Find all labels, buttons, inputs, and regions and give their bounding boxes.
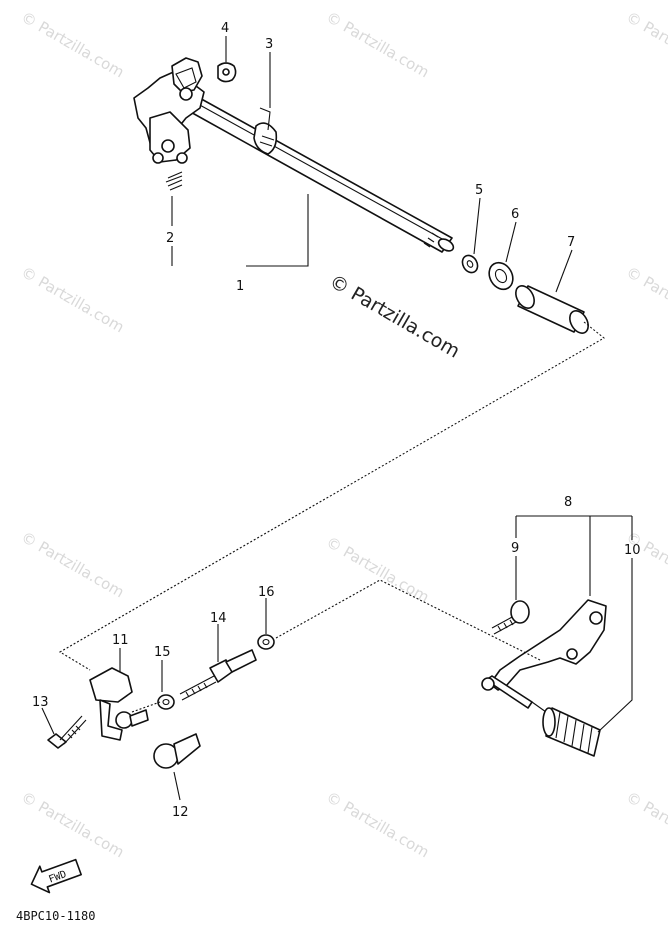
callout-4: 4 [221,21,229,36]
callout-5: 5 [475,183,483,198]
watermark-tile: © Partzilla.com [18,263,127,336]
watermark-tile: © Partzilla.com [623,528,668,601]
part-5-washer [461,254,479,274]
callout-2: 2 [166,231,174,246]
part-14-joint-rod [179,649,257,701]
shift-arm-cluster [133,57,205,191]
watermark-tile: © Partzilla.com [623,263,668,336]
callout-6: 6 [511,207,519,222]
callout-13: 13 [32,695,49,710]
watermark-tile: © Partzilla.com [623,8,668,81]
callout-15: 15 [154,645,171,660]
diagram-code: 4BPC10-1180 [16,909,95,923]
callout-1: 1 [236,279,244,294]
callout-16: 16 [258,585,275,600]
watermark-tile: © Partzilla.com [623,788,668,861]
leader-lines-upper [58,36,605,671]
part-11-shift-arm [89,667,149,741]
part-15-nut [157,694,175,710]
callout-9: 9 [511,541,519,556]
callout-12: 12 [172,805,189,820]
leader-lines-lower [41,515,633,801]
watermark-tile: © Partzilla.com [323,8,432,81]
callout-8: 8 [564,495,572,510]
part-10-pedal-rubber [542,707,601,757]
part-9-pivot-bolt [491,600,530,635]
watermark-tile: © Partzilla.com [323,533,432,606]
callout-11: 11 [112,633,129,648]
watermark-tile: © Partzilla.com [18,528,127,601]
part-1-shift-shaft [186,95,455,253]
watermark-tile: © Partzilla.com [18,8,127,81]
watermark-tile: © Partzilla.com [18,788,127,861]
part-7-collar [515,285,589,334]
callout-7: 7 [567,235,575,250]
callouts: 1 2 3 4 5 6 7 8 9 10 11 12 13 14 15 16 [32,21,641,820]
part-3-return-spring [253,107,278,155]
part-8-shift-pedal [481,599,607,713]
part-4-circlip [217,62,237,83]
part-13-bolt [47,715,87,749]
part-16-nut [257,634,275,650]
watermark-tile: © Partzilla.com [323,788,432,861]
callout-3: 3 [265,37,273,52]
part-12-boot [153,733,201,769]
callout-10: 10 [624,543,641,558]
part-6-oil-seal [488,261,514,291]
fwd-arrow: FWD [30,858,82,894]
callout-14: 14 [210,611,227,626]
watermark-main: © Partzilla.com [326,270,464,362]
